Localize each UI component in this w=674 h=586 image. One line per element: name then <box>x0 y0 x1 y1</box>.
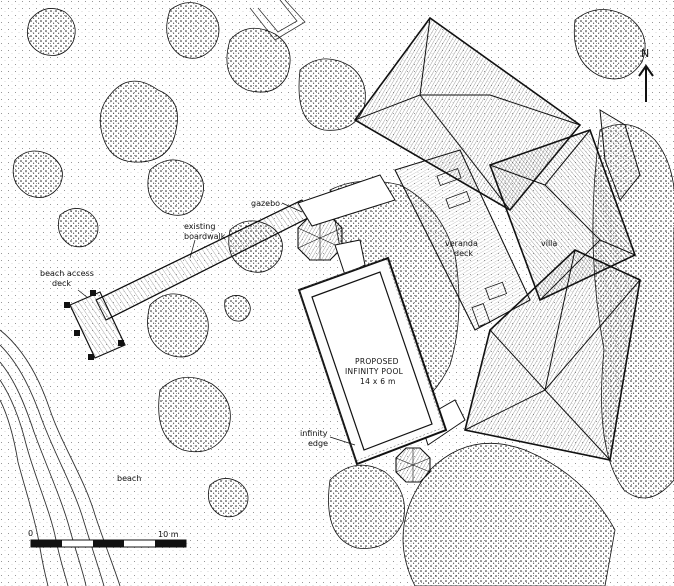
label-infinity-2: edge <box>308 439 328 448</box>
existing-boardwalk <box>95 199 313 321</box>
garden-fence <box>249 0 306 41</box>
north-label: N <box>641 47 649 60</box>
tree-canopy <box>166 2 220 59</box>
label-veranda-2: deck <box>454 249 473 258</box>
label-beach-access-2: deck <box>52 279 71 288</box>
tree-canopy <box>57 208 99 248</box>
label-gazebo: gazebo <box>251 199 280 208</box>
north-arrow-icon <box>638 64 654 102</box>
label-boardwalk-1: existing <box>184 222 215 231</box>
tree-canopy <box>99 80 178 163</box>
label-pool-2: INFINITY POOL <box>345 367 404 376</box>
tree-canopy <box>147 159 204 216</box>
proposed-infinity-pool <box>297 256 448 466</box>
scale-bar-segment <box>93 540 124 547</box>
scale-bar-segment <box>155 540 186 547</box>
tree-canopy <box>226 27 291 93</box>
scale-bar <box>30 539 187 548</box>
tree-canopy <box>158 376 231 453</box>
label-boardwalk-2: boardwalk <box>184 232 226 241</box>
villa-roof <box>353 16 641 461</box>
scale-end-label: 10 m <box>158 530 179 539</box>
label-pool-3: 14 x 6 m <box>360 377 396 386</box>
annotation-leaders <box>77 202 356 446</box>
beach-access-deck <box>64 290 126 360</box>
pool-gazebo <box>395 447 431 483</box>
tree-canopy <box>402 442 616 586</box>
tree-canopy <box>27 8 76 56</box>
label-beach: beach <box>117 474 141 483</box>
label-infinity-1: infinity <box>300 429 328 438</box>
scale-start-label: 0 <box>28 529 33 538</box>
tree-canopy <box>573 9 646 80</box>
scale-bar-segment <box>31 540 62 547</box>
label-pool-1: PROPOSED <box>355 357 399 366</box>
tree-canopy <box>224 295 251 322</box>
tree-canopy <box>147 293 209 358</box>
label-beach-access-1: beach access <box>40 269 94 278</box>
garden-path <box>297 174 466 446</box>
shoreline <box>0 329 121 586</box>
label-veranda-1: veranda <box>445 239 478 248</box>
tree-canopy <box>12 150 63 198</box>
tree-canopy <box>207 478 249 518</box>
label-villa: villa <box>541 239 557 248</box>
tree-canopy <box>328 464 405 549</box>
